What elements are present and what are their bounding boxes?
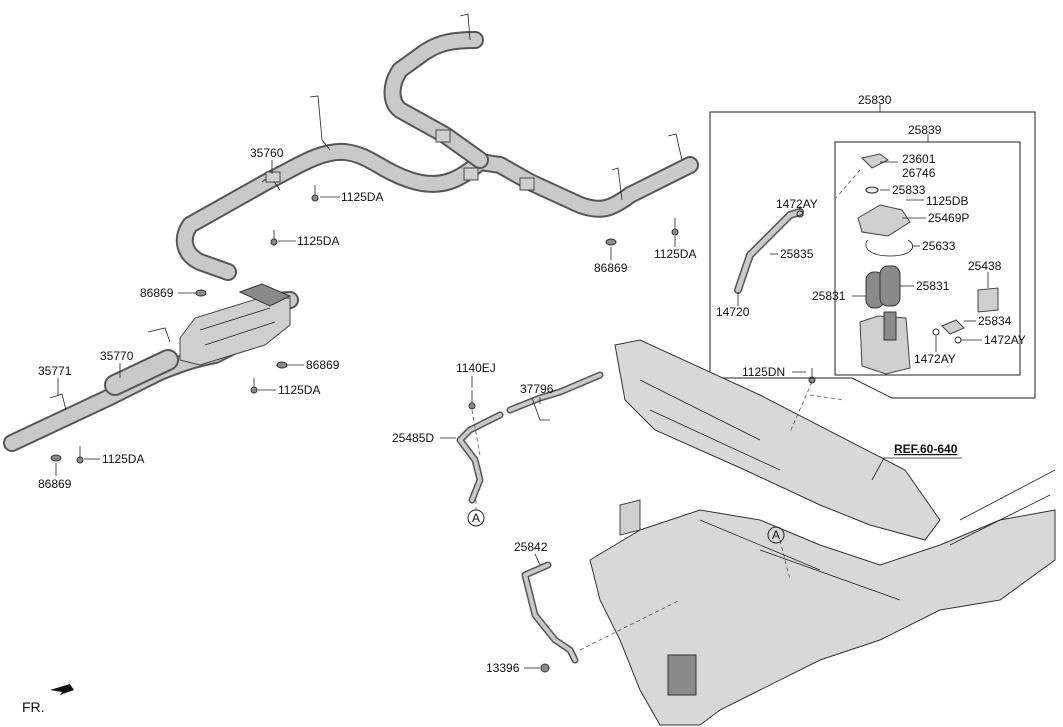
exhaust-hangers: [49, 13, 683, 411]
label-1140ej: 1140EJ: [456, 361, 496, 375]
label-25633: 25633: [922, 239, 956, 253]
label-1125db: 1125DB: [926, 194, 968, 208]
callout-a-label: A: [772, 528, 780, 542]
leader-lines: [55, 160, 989, 669]
bolt-icon: [468, 390, 476, 410]
label-37796: 37796: [520, 382, 554, 396]
label-1472ay-top: 1472AY: [776, 197, 818, 211]
nut-icon: [195, 289, 207, 297]
fuel-line-25842: [521, 561, 579, 673]
label-35760: 35760: [250, 146, 284, 160]
front-direction-indicator: [50, 680, 74, 695]
fuel-line-37796: [506, 371, 604, 421]
muffler-tail: [104, 349, 179, 396]
bolt-icon: [76, 446, 84, 464]
label-1472ay-mid: 1472AY: [914, 352, 956, 366]
label-1125da-6: 1125DA: [654, 247, 696, 261]
label-13396: 13396: [486, 661, 520, 675]
label-86869-2: 86869: [306, 358, 340, 372]
fastener-icons: [50, 185, 816, 464]
nut-icon: [276, 361, 288, 369]
label-25831-left: 25831: [812, 289, 846, 303]
label-25831-right: 25831: [916, 279, 950, 293]
bolt-icon: [311, 185, 319, 202]
front-arrow-icon: [50, 680, 74, 695]
label-1125da-3: 1125DA: [278, 383, 320, 397]
label-25485d: 25485D: [392, 431, 434, 445]
label-23601: 23601: [902, 152, 936, 166]
label-ref-60-640: REF.60-640: [894, 442, 958, 456]
label-1125da-1: 1125DA: [341, 190, 383, 204]
label-1472ay-right: 1472AY: [984, 333, 1026, 347]
nut-icon: [605, 238, 617, 246]
label-14720: 14720: [716, 305, 750, 319]
label-86869-3: 86869: [594, 261, 628, 275]
fuel-filter-parts: [734, 153, 999, 375]
catalytic-converter: [179, 283, 292, 366]
callout-a-frame: A: [767, 526, 785, 544]
bolt-icon: [808, 368, 816, 384]
label-25834: 25834: [978, 314, 1012, 328]
label-26746: 26746: [902, 166, 936, 180]
label-25835: 25835: [780, 247, 814, 261]
callout-a-label: A: [472, 511, 480, 525]
label-35771: 35771: [38, 364, 72, 378]
label-25839: 25839: [908, 123, 942, 137]
part-labels: 25830 25839 23601 26746 25833 1125DB 254…: [22, 93, 1026, 715]
label-1125da-4: 1125DA: [102, 452, 144, 466]
exhaust-pipe-main: [175, 142, 699, 281]
label-86869-1: 86869: [140, 286, 174, 300]
callout-a-bottom: A: [467, 509, 485, 527]
exhaust-pipe-upper-branch: [383, 31, 489, 169]
label-1125dn: 1125DN: [742, 365, 785, 379]
vehicle-frame: [589, 339, 1056, 726]
bolt-icon: [270, 230, 278, 246]
label-86869-4: 86869: [38, 477, 72, 491]
bolt-icon: [250, 378, 258, 394]
nut-icon: [50, 454, 62, 462]
label-25842: 25842: [514, 540, 548, 554]
label-25833: 25833: [892, 183, 926, 197]
fuel-line-25485d: [456, 411, 504, 504]
bolt-icon: [671, 218, 679, 236]
label-25438: 25438: [968, 259, 1002, 273]
label-25830: 25830: [858, 93, 892, 107]
label-front: FR.: [22, 699, 45, 715]
label-1125da-2: 1125DA: [297, 234, 339, 248]
label-35770: 35770: [100, 349, 134, 363]
label-25469p: 25469P: [928, 211, 969, 225]
